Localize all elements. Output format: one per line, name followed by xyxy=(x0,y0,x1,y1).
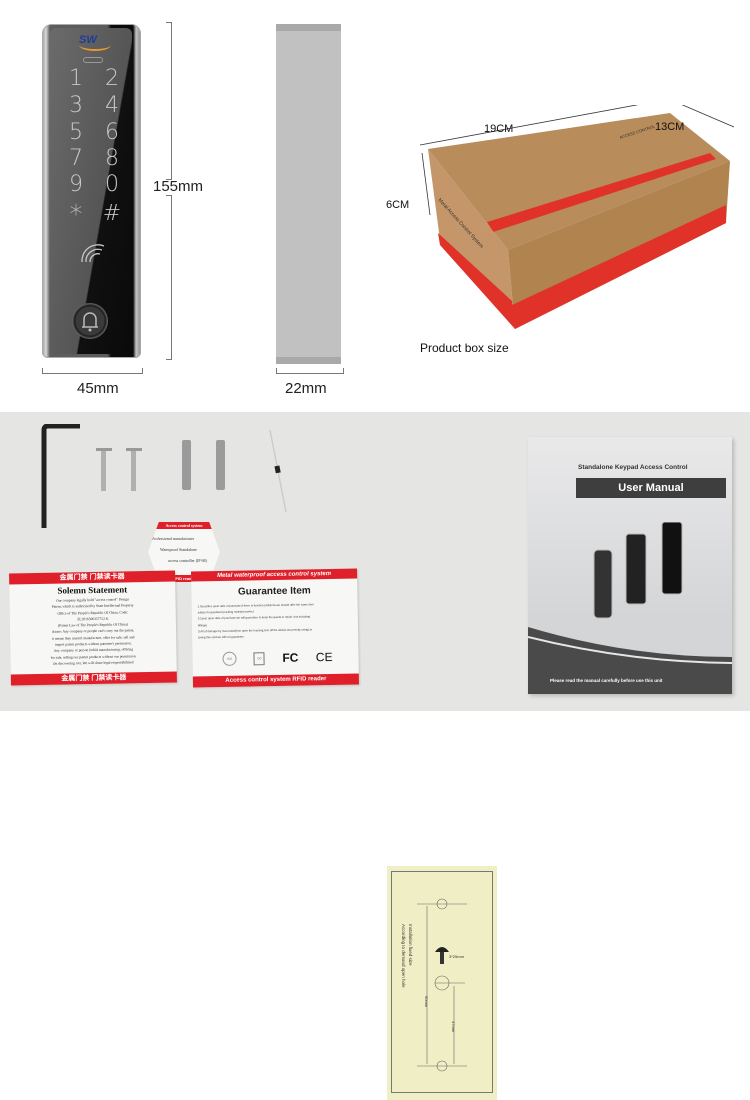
manual-product-images xyxy=(593,522,683,619)
guarantee-footer: Access control system RFID reader xyxy=(192,673,359,688)
key-0[interactable]: 0 xyxy=(105,172,119,197)
manual-title: User Manual xyxy=(576,478,726,498)
box-height-label: 6CM xyxy=(386,199,410,211)
statement-header: 金属门禁 门禁读卡器 xyxy=(9,570,176,585)
depth-dimension-line xyxy=(276,368,344,374)
package-contents-photo: Access control system Professional manuf… xyxy=(0,412,750,1100)
bell-icon xyxy=(82,312,98,332)
fc-icon: FC xyxy=(282,650,299,665)
statement-title: Solemn Statement xyxy=(57,584,128,596)
manual-subtitle: Standalone Keypad Access Control xyxy=(578,464,688,471)
brand-logo: SW xyxy=(79,33,111,51)
height-dimension-line-top xyxy=(166,22,172,180)
doorbell-button[interactable] xyxy=(72,303,108,339)
qc-icon: QC xyxy=(253,651,266,665)
screwdriver-icon xyxy=(41,424,80,528)
key-9[interactable]: 9 xyxy=(69,172,83,197)
key-2[interactable]: 2 xyxy=(105,66,119,91)
keypad-glass-panel xyxy=(50,28,132,354)
width-label: 45mm xyxy=(77,380,119,397)
key-8[interactable]: 8 xyxy=(105,146,119,171)
key-6[interactable]: 6 xyxy=(105,120,119,145)
key-5[interactable]: 5 xyxy=(69,120,83,145)
iso-icon: ISO xyxy=(222,651,237,666)
ce-icon: CE xyxy=(315,650,333,665)
height-label: 155mm xyxy=(153,178,204,195)
drill-hole-diagram: 3*25mm 90mm 47mm Installation fixed size… xyxy=(401,898,467,1072)
certification-marks: ISO QC FC CE xyxy=(222,649,333,667)
key-4[interactable]: 4 xyxy=(105,93,119,118)
nfc-icon xyxy=(81,244,105,263)
logo-swoosh-icon xyxy=(79,39,111,51)
product-box-image: Metal Access Control System ACCESS CONTR… xyxy=(419,105,735,329)
svg-text:47mm: 47mm xyxy=(451,1021,456,1033)
width-dimension-line xyxy=(42,368,143,374)
screws-icon xyxy=(96,448,142,491)
svg-text:According to demand open hole: According to demand open hole xyxy=(401,924,406,988)
height-dimension-line-bottom xyxy=(166,195,172,360)
diode-icon xyxy=(269,429,287,513)
guarantee-card: Metal waterproof access control system G… xyxy=(191,568,359,688)
key-7[interactable]: 7 xyxy=(69,146,83,171)
box-caption: Product box size xyxy=(420,341,509,355)
wall-anchors-icon xyxy=(182,440,225,490)
key-3[interactable]: 3 xyxy=(69,93,83,118)
manual-wave-decoration xyxy=(528,627,732,694)
key-star[interactable]: * xyxy=(69,200,83,230)
guarantee-header: Metal waterproof access control system xyxy=(191,568,358,582)
key-hash[interactable]: # xyxy=(102,201,122,226)
installation-template-sticker: 3*25mm 90mm 47mm Installation fixed size… xyxy=(387,866,497,1100)
statement-footer: 金属门禁 门禁读卡器 xyxy=(10,671,177,686)
guarantee-title: Guarantee Item xyxy=(237,585,311,598)
product-dimensions-section: SW 1 2 3 4 5 6 7 8 9 0 * # 155mm 45mm 22… xyxy=(0,0,750,410)
user-manual-booklet[interactable]: Standalone Keypad Access Control User Ma… xyxy=(528,437,732,694)
led-indicator-icon xyxy=(83,57,103,63)
svg-text:3*25mm: 3*25mm xyxy=(449,954,465,959)
solemn-statement-card: 金属门禁 门禁读卡器 Solemn Statement Our company … xyxy=(9,570,177,686)
box-length-label: 19CM xyxy=(484,123,514,135)
key-1[interactable]: 1 xyxy=(69,66,83,91)
keypad-device-side xyxy=(276,24,341,364)
manual-footer: Please read the manual carefully before … xyxy=(550,678,663,683)
svg-text:90mm: 90mm xyxy=(424,996,429,1008)
depth-label: 22mm xyxy=(285,380,327,397)
box-width-label: 13CM xyxy=(655,121,685,133)
svg-text:Installation fixed size: Installation fixed size xyxy=(408,924,413,966)
